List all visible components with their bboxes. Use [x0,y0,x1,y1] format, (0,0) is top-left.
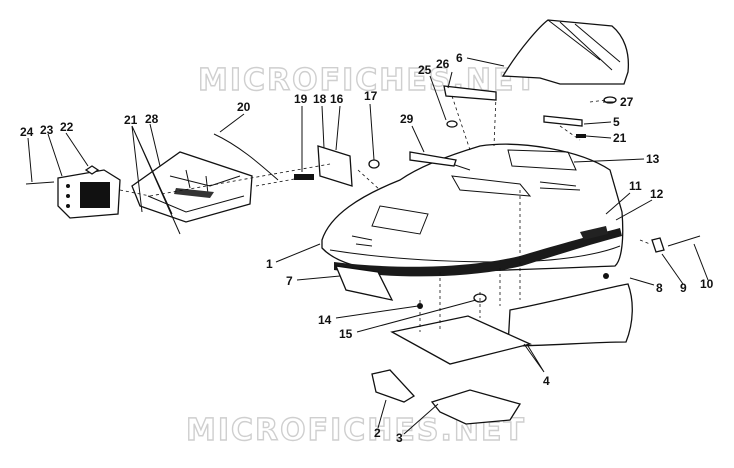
trim-7-part [334,265,394,301]
callout-28: 28 [145,112,159,126]
grommet-9-part [651,237,665,253]
callout-11: 11 [629,179,642,193]
bracket-16-part [317,145,353,187]
callout-8: 8 [656,281,663,295]
callout-14: 14 [318,313,332,327]
vent-29-part [409,151,457,167]
gauge-bezel-23-part [57,169,121,219]
callout-1: 1 [266,257,273,271]
nut-17-part [368,159,380,169]
bracket-2-part [371,369,416,403]
callout-4: 4 [543,374,550,388]
bolt-19-part [294,174,314,180]
fastener-25-part [446,120,458,128]
callout-5: 5 [613,115,620,129]
callout-22: 22 [60,120,74,134]
callout-10: 10 [700,277,714,291]
callout-9: 9 [680,281,687,295]
callout-29: 29 [400,112,414,126]
callout-6: 6 [456,51,463,65]
knob-22-part [84,165,100,175]
callout-21-left: 21 [124,113,138,127]
callout-17: 17 [364,89,378,103]
vent-5-part [543,115,583,127]
callout-2: 2 [374,426,381,440]
callout-24: 24 [20,125,34,139]
dash-panel-28-part [131,151,253,223]
hood-part [321,143,624,277]
callout-7: 7 [286,274,293,288]
bracket-3-part [430,389,522,425]
screw-24-part [25,181,55,185]
callout-20: 20 [237,100,251,114]
callout-15: 15 [339,327,353,341]
liner-4-part [390,283,633,365]
callout-18: 18 [313,92,327,106]
callout-27: 27 [620,95,634,109]
callout-26: 26 [436,57,450,71]
callout-16: 16 [330,92,344,106]
callout-13: 13 [646,152,660,166]
grille-26-part [443,85,497,101]
callout-23: 23 [40,123,54,137]
callout-19: 19 [294,92,308,106]
cable-20-part [213,133,279,181]
callout-3: 3 [396,431,403,445]
windshield-part [501,19,630,85]
callout-21-right: 21 [613,131,627,145]
cable-10-part [667,235,701,247]
callout-12: 12 [650,187,664,201]
callout-25: 25 [418,63,432,77]
fastener-21-part [576,134,586,138]
fastener-8-part [603,273,609,279]
